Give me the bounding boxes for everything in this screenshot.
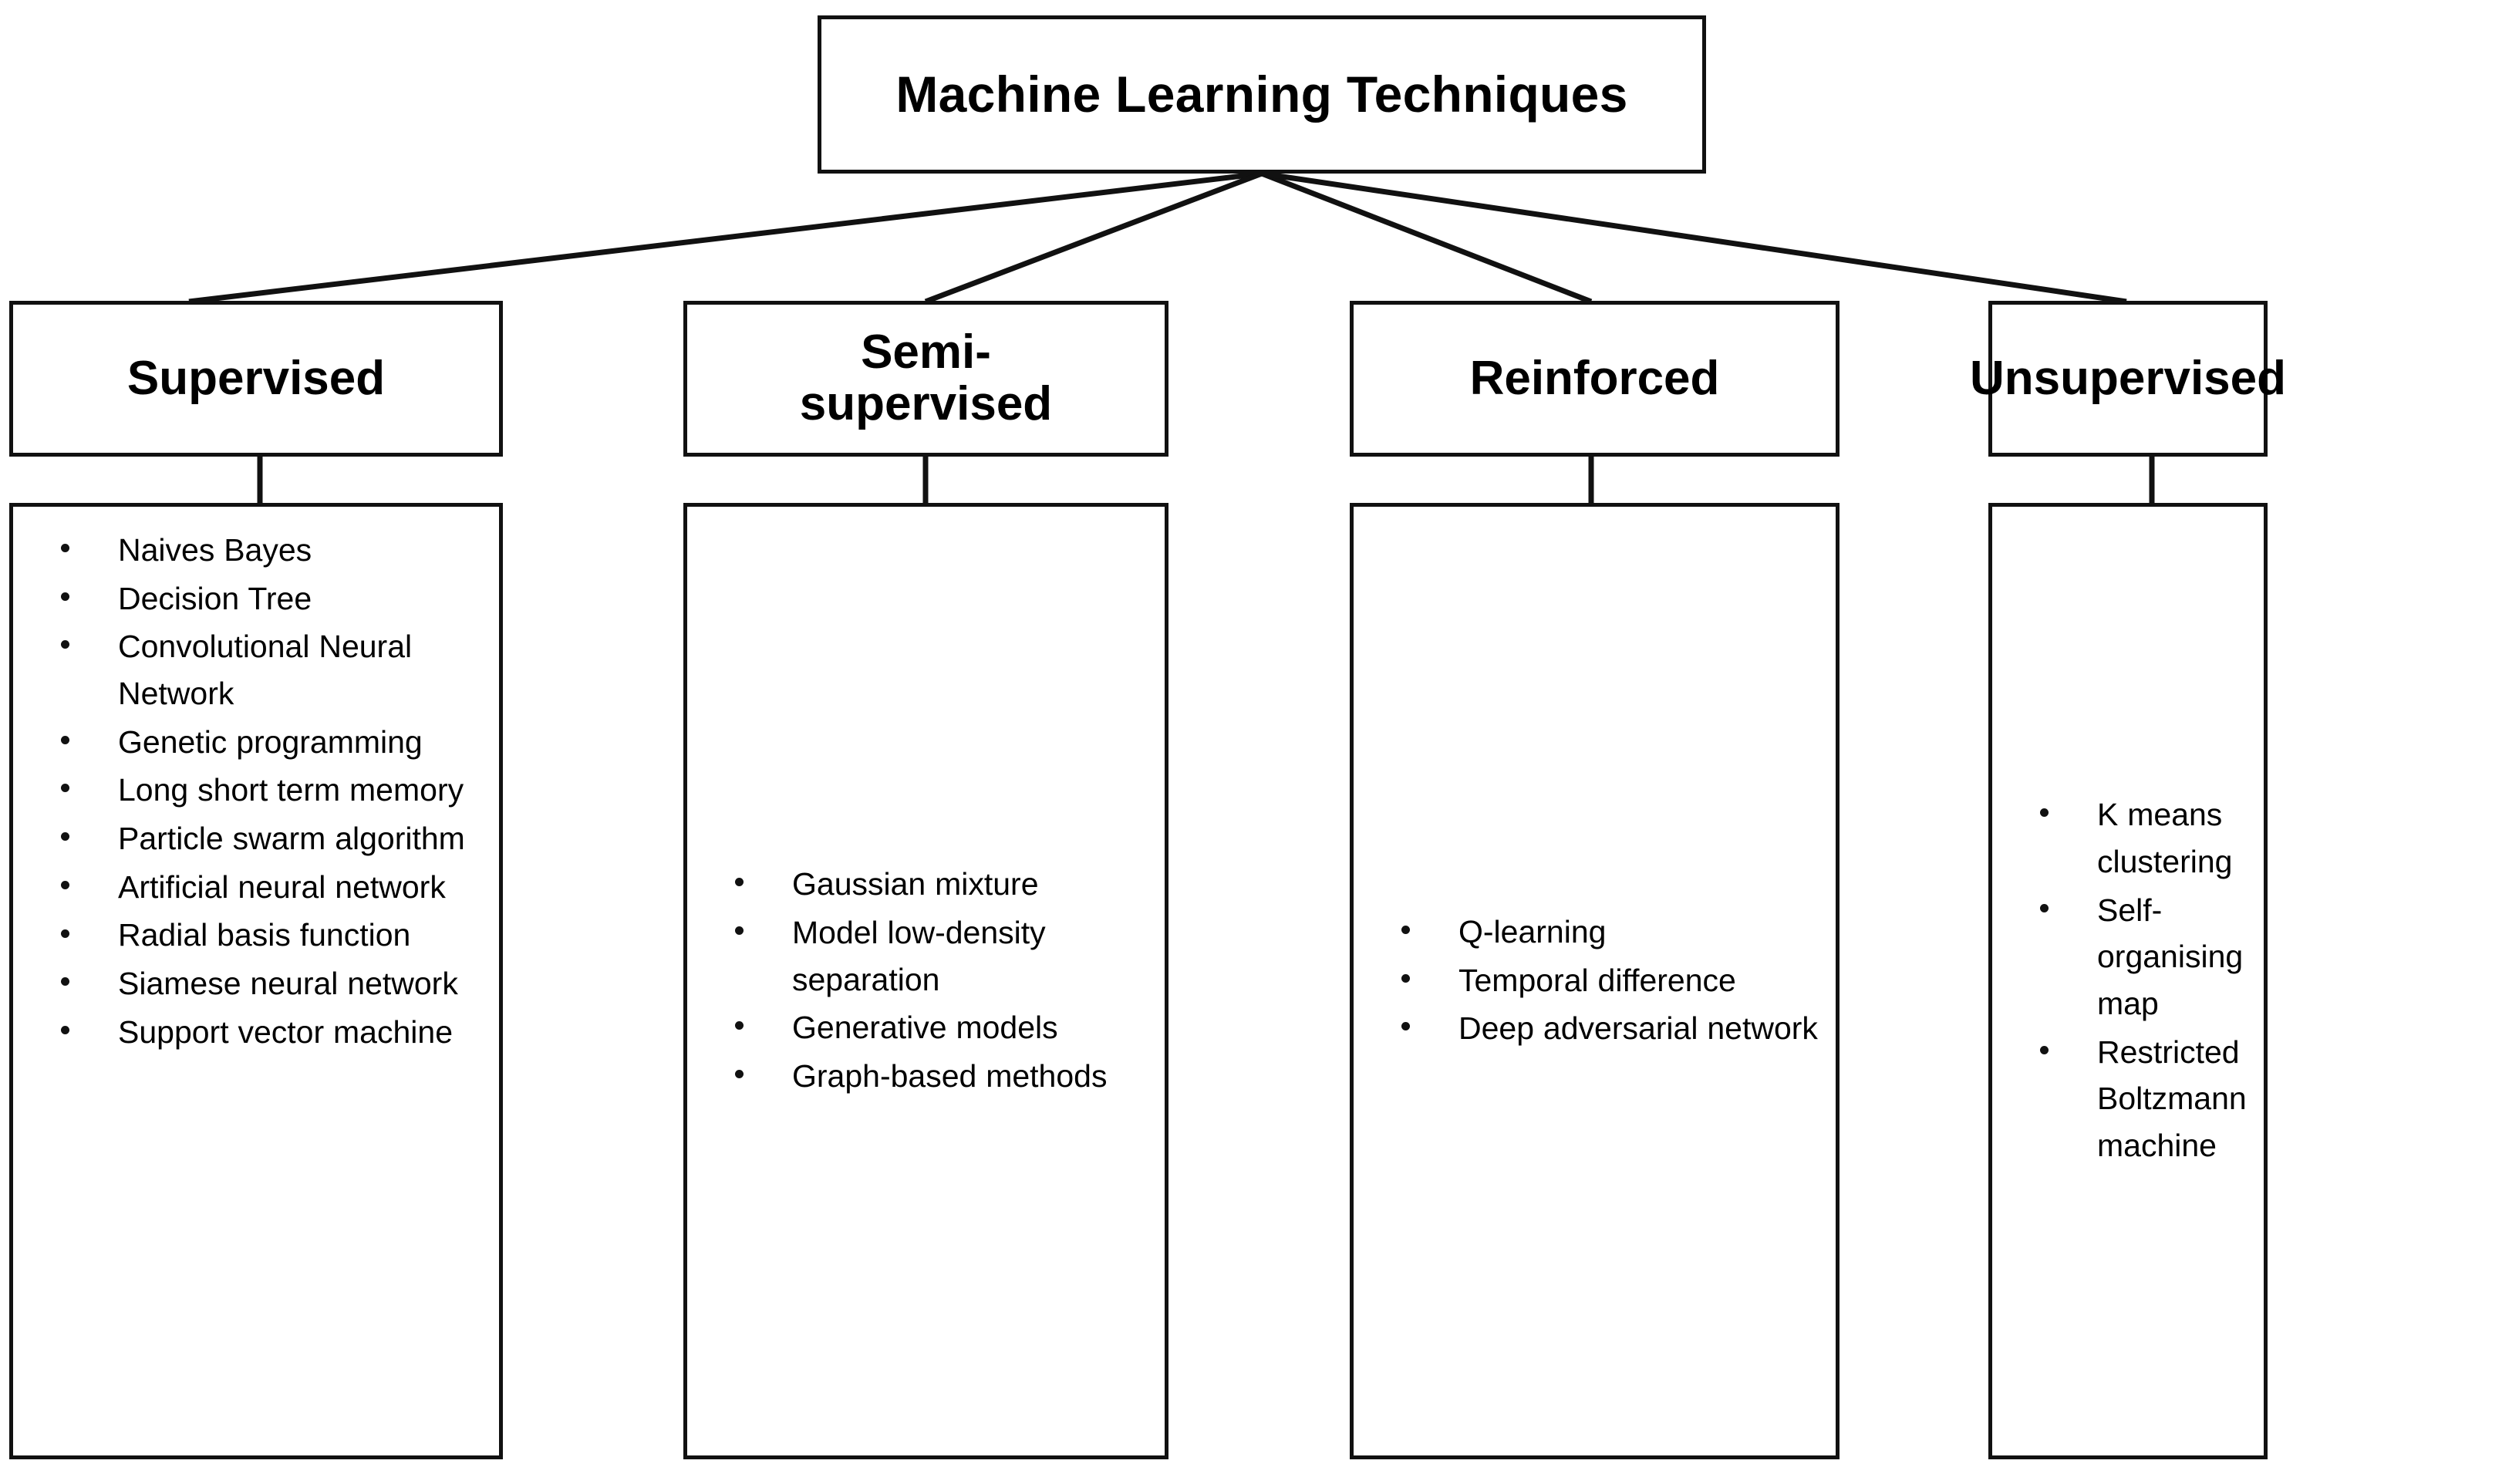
list-item: Deep adversarial network: [1367, 1005, 1825, 1052]
connector-root-to-supervised: [188, 170, 1263, 305]
list-box-supervised: Naives Bayes Decision Tree Convolutional…: [9, 503, 503, 1459]
list-item-label: Genetic programming: [118, 723, 423, 760]
list-item: Restricted Boltzmann machine: [2006, 1029, 2253, 1169]
bullet-icon: [735, 878, 744, 887]
list-item: Gaussian mixture: [701, 861, 1154, 908]
header-label-unsupervised: Unsupervised: [1969, 351, 2287, 405]
list-item-label: Naives Bayes: [118, 532, 312, 568]
list-item: Naives Bayes: [27, 527, 488, 574]
item-list-semi-supervised: Gaussian mixture Model low-density separ…: [687, 861, 1165, 1101]
list-item-label: Decision Tree: [118, 580, 312, 616]
bullet-icon: [2040, 903, 2049, 912]
list-item-label: Siamese neural network: [118, 966, 458, 1002]
item-list-supervised: Naives Bayes Decision Tree Convolutional…: [13, 527, 499, 1057]
list-item-label: Gaussian mixture: [792, 866, 1039, 902]
list-box-unsupervised: K means clustering Self-organising map R…: [1988, 503, 2268, 1459]
header-box-supervised: Supervised: [9, 301, 503, 457]
list-item: Generative models: [701, 1004, 1154, 1051]
connector-root-to-reinforced: [1260, 170, 1593, 305]
header-box-unsupervised: Unsupervised: [1970, 301, 2286, 457]
list-item: Radial basis function: [27, 912, 488, 959]
list-item: Temporal difference: [1367, 957, 1825, 1004]
list-item: Genetic programming: [27, 719, 488, 766]
header-label-semi-supervised-line2: supervised: [799, 377, 1053, 430]
list-item-label: Support vector machine: [118, 1014, 454, 1050]
list-item-label: Q-learning: [1458, 913, 1607, 949]
list-item-label: Deep adversarial network: [1458, 1010, 1818, 1047]
list-item: Long short term memory: [27, 767, 488, 814]
bullet-icon: [61, 544, 69, 553]
bullet-icon: [735, 926, 744, 936]
header-label-reinforced: Reinforced: [1469, 351, 1720, 405]
bullet-icon: [61, 735, 69, 744]
bullet-icon: [61, 592, 69, 601]
header-label-semi-supervised-line1: Semi-: [861, 325, 991, 379]
root-title-box: Machine Learning Techniques: [818, 15, 1706, 174]
bullet-icon: [61, 640, 69, 649]
bullet-icon: [61, 784, 69, 793]
list-item: Siamese neural network: [27, 960, 488, 1007]
list-item-label: Generative models: [792, 1010, 1058, 1046]
list-item: Decision Tree: [27, 575, 488, 622]
bullet-icon: [61, 1025, 69, 1034]
list-item-label: Artificial neural network: [118, 868, 446, 905]
connector-root-to-unsupervised: [1261, 170, 2127, 305]
list-item-label: Convolutional Neural Network: [118, 629, 413, 712]
bullet-icon: [1401, 926, 1410, 935]
header-box-reinforced: Reinforced: [1350, 301, 1840, 457]
bullet-icon: [735, 1070, 744, 1079]
list-item-label: Temporal difference: [1458, 962, 1736, 998]
bullet-icon: [735, 1021, 744, 1030]
list-item: Model low-density separation: [701, 909, 1154, 1003]
list-box-reinforced: Q-learning Temporal difference Deep adve…: [1350, 503, 1840, 1459]
bullet-icon: [61, 929, 69, 938]
list-item-label: Restricted Boltzmann machine: [2097, 1034, 2247, 1164]
item-list-reinforced: Q-learning Temporal difference Deep adve…: [1354, 909, 1836, 1054]
bullet-icon: [1401, 1022, 1410, 1031]
list-box-semi-supervised: Gaussian mixture Model low-density separ…: [683, 503, 1168, 1459]
header-box-semi-supervised: Semi- supervised: [683, 301, 1168, 457]
list-item: K means clustering: [2006, 791, 2253, 885]
header-label-supervised: Supervised: [126, 351, 386, 405]
list-item-label: K means clustering: [2097, 797, 2233, 879]
bullet-icon: [61, 832, 69, 841]
list-item-label: Particle swarm algorithm: [118, 821, 465, 857]
list-item: Self-organising map: [2006, 887, 2253, 1027]
list-item: Convolutional Neural Network: [27, 623, 488, 717]
list-item-label: Graph-based methods: [792, 1058, 1108, 1094]
bullet-icon: [2040, 808, 2049, 818]
bullet-icon: [1401, 973, 1410, 983]
list-item-label: Radial basis function: [118, 917, 411, 953]
list-item-label: Long short term memory: [118, 772, 464, 808]
list-item-label: Self-organising map: [2097, 892, 2244, 1021]
list-item-label: Model low-density separation: [792, 914, 1046, 997]
root-title-text: Machine Learning Techniques: [895, 66, 1628, 123]
item-list-unsupervised: K means clustering Self-organising map R…: [1992, 791, 2264, 1170]
list-item: Graph-based methods: [701, 1053, 1154, 1100]
bullet-icon: [2040, 1045, 2049, 1054]
list-item: Particle swarm algorithm: [27, 815, 488, 862]
list-item: Q-learning: [1367, 909, 1825, 956]
list-item: Artificial neural network: [27, 864, 488, 911]
header-label-semi-supervised: Semi- supervised: [799, 325, 1053, 430]
list-item: Support vector machine: [27, 1009, 488, 1056]
bullet-icon: [61, 880, 69, 889]
connector-root-to-semi-supervised: [924, 170, 1263, 305]
bullet-icon: [61, 977, 69, 987]
